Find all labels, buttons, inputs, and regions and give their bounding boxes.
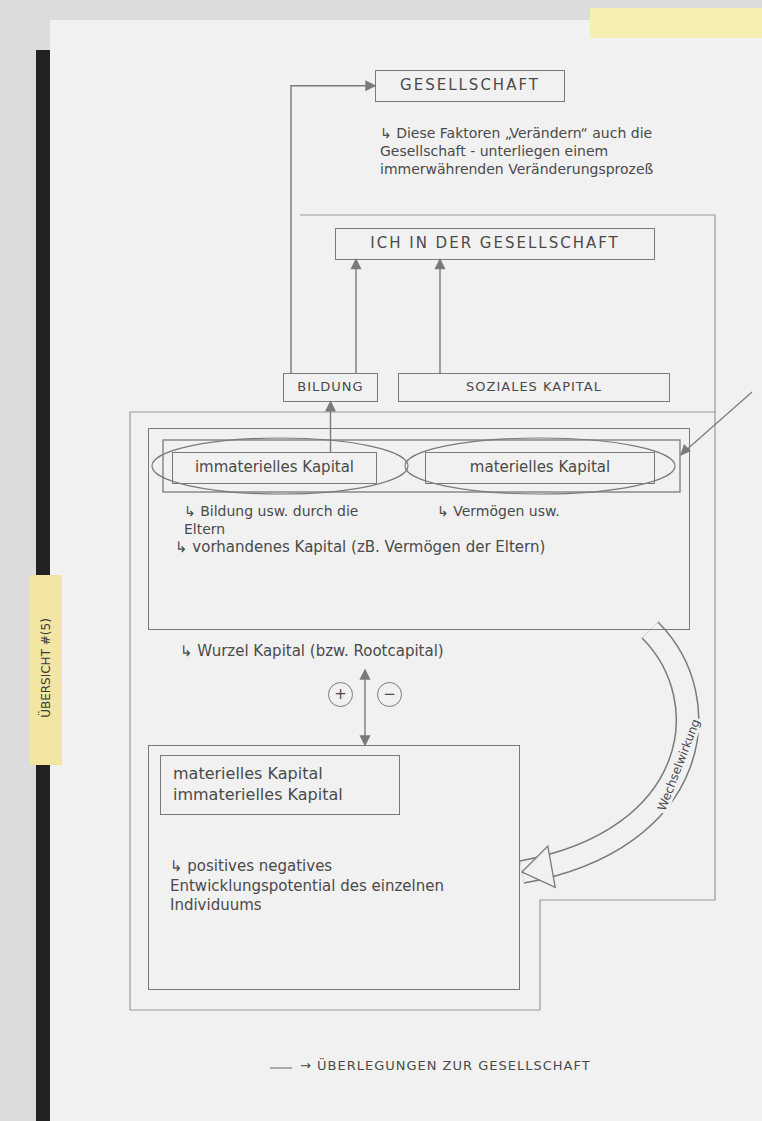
infinity-loop xyxy=(405,438,675,494)
frame-note: ↳ positives negatives Entwicklungspotent… xyxy=(170,857,490,916)
immaterial-capital-box: immaterielles Kapital ↳ Bildung usw. durc… xyxy=(172,452,377,538)
box-label: GESELLSCHAFT xyxy=(384,76,556,96)
sticky-note xyxy=(30,575,62,765)
box-label: immaterielles Kapital xyxy=(173,785,387,806)
material-capital-box: materielles Kapital ↳ Vermögen usw. xyxy=(425,452,655,520)
arrowhead xyxy=(352,260,361,269)
caption-arrow-line xyxy=(270,1067,292,1068)
leader-arrow xyxy=(684,392,752,452)
frame-note: ↳ Wurzel Kapital (bzw. Rootcapital) xyxy=(180,642,620,662)
connector-arrow xyxy=(352,260,361,374)
self-in-society-box: ICH IN DER GESELLSCHAFT xyxy=(335,228,655,260)
box-label: SOZIALES KAPITAL xyxy=(407,379,661,396)
capital-box-border: materielles Kapital xyxy=(425,452,655,484)
box-note: ↳ Bildung usw. durch die Eltern xyxy=(184,502,359,538)
inner-capital-frame xyxy=(163,440,680,492)
interaction-band-outline xyxy=(522,630,688,872)
paper-page xyxy=(50,20,762,1121)
arrowhead xyxy=(361,736,370,745)
caption: → ÜBERLEGUNGEN ZUR GESELLSCHAFT xyxy=(300,1058,591,1073)
sticky-label: ÜBERSICHT #(5) xyxy=(39,618,53,718)
infinity-loop xyxy=(152,438,408,494)
connector-line xyxy=(355,260,356,374)
edge-label: Wechselwirkung xyxy=(654,715,704,815)
connector-line xyxy=(364,670,365,745)
education-box: BILDUNG xyxy=(283,373,378,402)
frame-note: ↳ vorhandenes Kapital (zB. Vermögen der … xyxy=(175,538,655,558)
annotation-note: ↳ Diese Faktoren „Verändern“ auch die Ge… xyxy=(380,124,685,179)
arrowhead xyxy=(436,260,445,269)
box-note: ↳ Vermögen usw. xyxy=(437,502,637,520)
box-label: materielles Kapital xyxy=(173,764,387,785)
society-box: GESELLSCHAFT xyxy=(375,70,565,102)
connector-arrow xyxy=(361,670,370,745)
connector-line xyxy=(291,86,375,373)
capital-box-border: immaterielles Kapital xyxy=(172,452,377,484)
connector-arrow xyxy=(326,402,335,452)
connector-line xyxy=(439,260,440,374)
box-label: immaterielles Kapital xyxy=(181,458,368,478)
arrowhead xyxy=(522,846,555,887)
sticky-tab xyxy=(590,8,762,38)
connector-arrow xyxy=(436,260,445,374)
box-label: BILDUNG xyxy=(292,379,369,396)
root-capital-frame: ↳ vorhandenes Kapital (zB. Vermögen der … xyxy=(148,428,690,668)
social-capital-box: SOZIALES KAPITAL xyxy=(398,373,670,402)
capital-list-box: materielles Kapitalimmaterielles Kapital xyxy=(160,755,400,815)
arrowhead xyxy=(361,670,370,679)
box-label: materielles Kapital xyxy=(434,458,646,478)
connector-arrow xyxy=(522,630,688,887)
minus-circle: − xyxy=(377,682,402,707)
box-label: ICH IN DER GESELLSCHAFT xyxy=(344,234,646,254)
interaction-band-fill xyxy=(522,630,688,872)
potential-frame: ↳ positives negatives Entwicklungspotent… xyxy=(148,745,520,990)
pencil-outline xyxy=(130,412,715,1010)
arrowhead xyxy=(326,402,335,411)
plus-circle: + xyxy=(328,682,353,707)
arrowhead xyxy=(366,81,375,90)
